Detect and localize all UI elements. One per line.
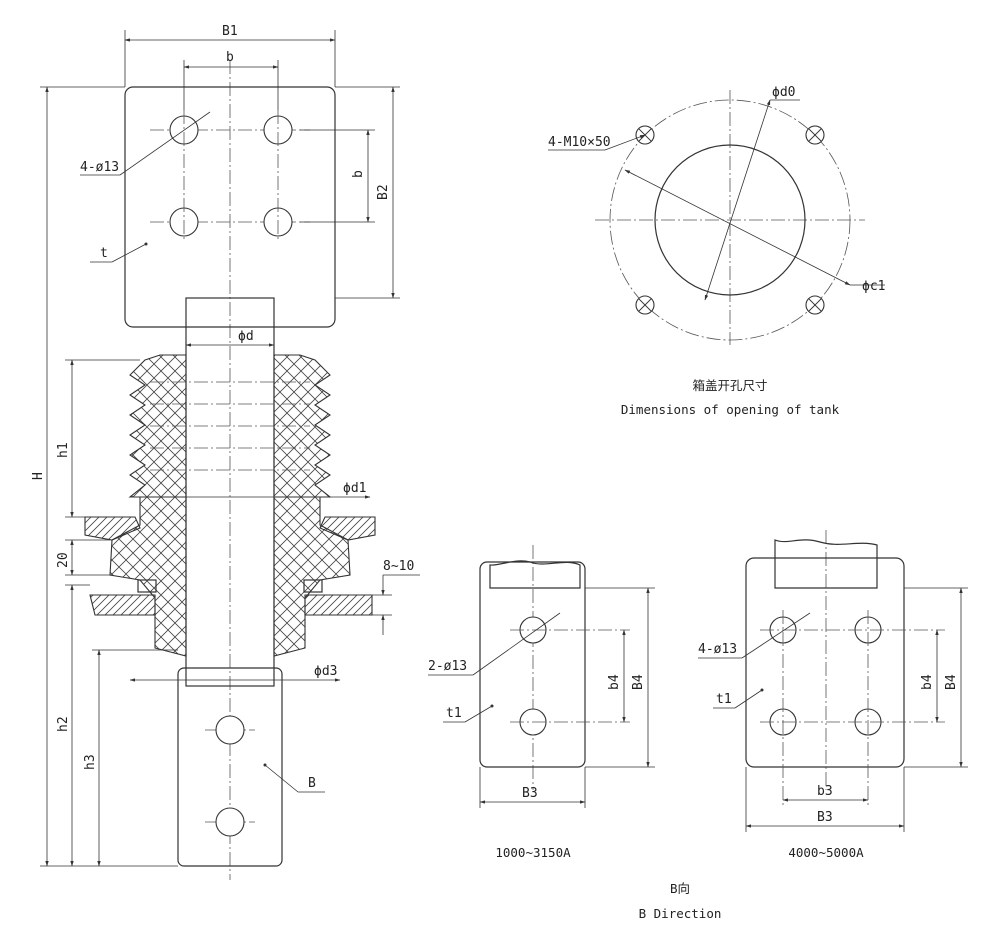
label-bolts: 4-M10×50 — [548, 135, 611, 150]
flange-left — [84, 516, 141, 541]
bottom-terminal-plate — [177, 667, 283, 867]
tank-opening-view: ϕd0 ϕc1 4-M10×50 箱盖开孔尺寸 Dimensions of op… — [548, 85, 885, 417]
dim-b-side: b — [351, 170, 366, 178]
label-t1-large: t1 — [716, 692, 732, 707]
terminal-plate-large — [745, 557, 905, 768]
dim-b-top: b — [226, 50, 234, 65]
b-view-small: b4 B4 B3 2-ø13 t1 1000~3150A — [428, 545, 655, 860]
b-direction-en: B Direction — [639, 906, 722, 921]
range-large: 4000~5000A — [788, 845, 864, 860]
gasket-left — [137, 579, 157, 593]
label-t: t — [100, 246, 108, 261]
label-holes-small: 2-ø13 — [428, 659, 467, 674]
dim-b4-small: b4 — [607, 674, 622, 690]
dim-b3-large: b3 — [817, 784, 833, 799]
dim-B2: B2 — [376, 184, 391, 200]
dim-B1: B1 — [222, 24, 238, 39]
porcelain-body-left — [109, 496, 187, 657]
porcelain-body-right — [273, 496, 351, 657]
dim-b4-large: b4 — [920, 674, 935, 690]
conductor-stub-small — [489, 560, 581, 589]
terminal-hole — [215, 715, 245, 745]
label-holes-large: 4-ø13 — [698, 642, 737, 657]
flange-right — [319, 516, 376, 541]
dim-phi-c1: ϕc1 — [862, 279, 885, 294]
dim-h2: h2 — [56, 716, 71, 732]
bushing-side-view: B1 b b B2 4-ø13 t ϕd ϕd1 ϕd3 — [31, 24, 420, 880]
dim-phi-d3: ϕd3 — [314, 664, 337, 679]
terminal-hole — [215, 807, 245, 837]
dim-phi-d1: ϕd1 — [343, 481, 366, 496]
dim-B3-large: B3 — [817, 810, 833, 825]
dim-h3: h3 — [83, 754, 98, 770]
gasket-right — [303, 579, 323, 593]
dim-B3-small: B3 — [522, 786, 538, 801]
label-t1-small: t1 — [446, 706, 462, 721]
dim-B4-small: B4 — [631, 674, 646, 690]
dim-phi-d0: ϕd0 — [772, 85, 795, 100]
b-view-large: b4 B4 b3 B3 4-ø13 t1 4000~5000A — [698, 530, 968, 860]
top-terminal-plate — [124, 86, 336, 328]
tank-cover-left — [89, 594, 156, 616]
b-direction-cn: B向 — [670, 881, 690, 896]
dim-phi-d: ϕd — [238, 329, 254, 344]
label-holes-top: 4-ø13 — [80, 160, 119, 175]
porcelain-sheds-right — [273, 354, 332, 498]
terminal-plate-small — [479, 561, 586, 768]
dim-H: H — [31, 472, 46, 480]
dim-20: 20 — [56, 552, 71, 568]
label-B: B — [308, 776, 316, 791]
caption-cn: 箱盖开孔尺寸 — [692, 378, 767, 393]
dim-8-10: 8~10 — [383, 559, 414, 574]
tank-cover-right — [304, 594, 373, 616]
dim-B4-large: B4 — [944, 674, 959, 690]
dim-h1: h1 — [56, 442, 71, 458]
caption-en: Dimensions of opening of tank — [621, 402, 840, 417]
range-small: 1000~3150A — [495, 845, 571, 860]
conductor-stub-large — [774, 539, 878, 589]
